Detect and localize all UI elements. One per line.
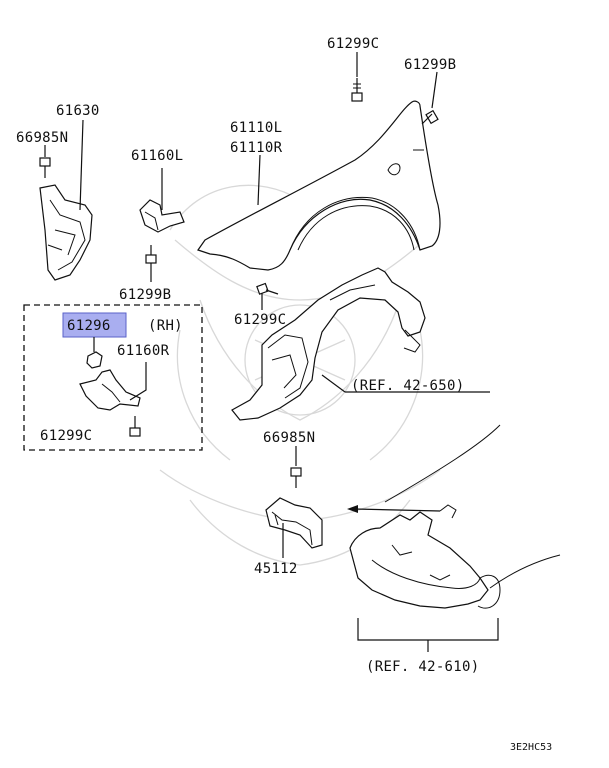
bolt-66985n-mid[interactable] <box>290 467 302 488</box>
bracket-61160r[interactable] <box>79 369 141 411</box>
label-61630: 61630 <box>56 103 100 119</box>
bumper-assembly[interactable] <box>349 424 561 609</box>
label-61110r: 61110R <box>230 140 283 156</box>
bolt-61299b-top[interactable] <box>421 109 439 125</box>
leader-ref-42-650 <box>321 374 346 393</box>
label-rh: (RH) <box>148 318 183 334</box>
leader-61630 <box>79 119 84 211</box>
label-ref-42-650: (REF. 42-650) <box>351 378 464 394</box>
label-61299c-box: 61299C <box>40 428 92 444</box>
label-ref-42-610: (REF. 42-610) <box>366 659 479 675</box>
label-61160l: 61160L <box>131 148 183 164</box>
label-61299b-top: 61299B <box>404 57 456 73</box>
label-61299c-top: 61299C <box>327 36 379 52</box>
bracket-61160l[interactable] <box>139 199 185 233</box>
label-61110l: 61110L <box>230 120 282 136</box>
label-45112: 45112 <box>254 561 298 577</box>
label-61299c-mid: 61299C <box>234 312 286 328</box>
bolt-66985n-left[interactable] <box>39 157 51 178</box>
front-fender[interactable] <box>197 100 441 271</box>
bolt-61299c-mid[interactable] <box>256 282 279 295</box>
ref-42-610-bracket <box>357 618 499 641</box>
bolt-61299c-box[interactable] <box>129 416 141 437</box>
label-61296[interactable]: 61296 <box>67 318 111 334</box>
label-66985n-left: 66985N <box>16 130 68 146</box>
label-61299b-mid: 61299B <box>119 287 171 303</box>
clip-61296[interactable] <box>86 351 103 369</box>
leader-61160r <box>129 362 147 401</box>
bolt-61299b-mid[interactable] <box>145 245 157 272</box>
label-61160r: 61160R <box>117 343 170 359</box>
arrow-pointer <box>347 504 457 519</box>
bolt-61299c-top[interactable] <box>351 78 363 102</box>
rh-detail-box <box>23 304 203 451</box>
bracket-45112[interactable] <box>265 497 323 549</box>
bracket-61630[interactable] <box>39 184 93 281</box>
leader-61110 <box>257 154 261 206</box>
highlight-61296[interactable] <box>62 312 127 338</box>
label-66985n-mid: 66985N <box>263 430 315 446</box>
inner-fender-liner[interactable] <box>231 267 426 421</box>
leader-61299b-top <box>431 71 438 109</box>
footer-code: 3E2HC53 <box>510 742 552 753</box>
